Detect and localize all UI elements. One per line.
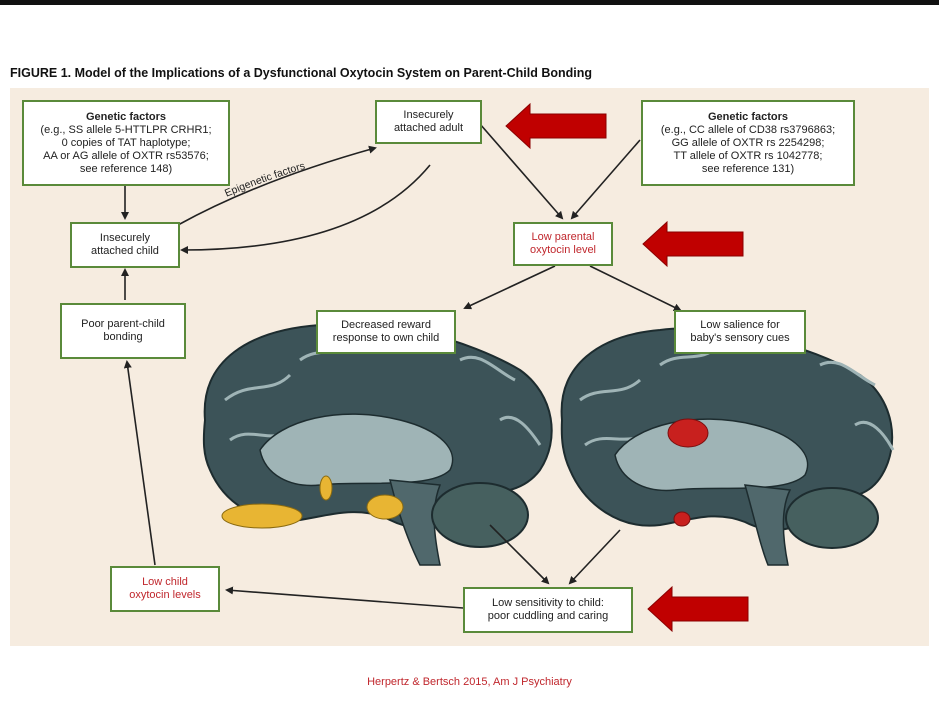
region-ventral-striatum-yellow bbox=[319, 475, 333, 501]
insecure-child-line: attached child bbox=[91, 245, 159, 257]
epigenetic-label: Epigenetic factors bbox=[223, 160, 306, 200]
right-brain-brainstem bbox=[743, 484, 792, 566]
low-sensitivity-line: poor cuddling and caring bbox=[487, 610, 609, 622]
callout-arrow-parental-oxytocin bbox=[642, 220, 744, 268]
connectors bbox=[121, 123, 682, 609]
region-orbitofrontal-yellow bbox=[221, 503, 303, 529]
edge-child-to-adult-epigenetic bbox=[177, 145, 377, 226]
decreased-reward-line: Decreased reward bbox=[341, 319, 431, 331]
insecure-child-line: Insecurely bbox=[99, 232, 151, 244]
region-amygdala-yellow bbox=[366, 494, 404, 520]
left-brain-illustration bbox=[202, 321, 553, 566]
node-low-salience: Low salience for baby's sensory cues bbox=[674, 310, 806, 354]
callout-arrows bbox=[505, 102, 749, 633]
edge-right-brain-to-sensitivity bbox=[568, 529, 621, 585]
node-low-parental-oxytocin: Low parental oxytocin level bbox=[513, 222, 613, 266]
decreased-reward-line: response to own child bbox=[332, 332, 440, 344]
node-poor-parent-child-bonding: Poor parent-child bonding bbox=[60, 303, 186, 359]
edge-parental-oxytocin-to-salience bbox=[589, 265, 682, 311]
citation: Herpertz & Bertsch 2015, Am J Psychiatry bbox=[367, 676, 572, 688]
edge-adult-to-child bbox=[180, 164, 431, 254]
node-insecurely-attached-child: Insecurely attached child bbox=[70, 222, 180, 268]
genetic-right-line: see reference 131) bbox=[701, 162, 795, 175]
edge-adult-to-parental-oxytocin bbox=[479, 123, 564, 220]
poor-bonding-line: Poor parent-child bbox=[81, 318, 165, 330]
genetic-right-line: (e.g., CC allele of CD38 rs3796863; bbox=[660, 123, 836, 136]
edge-sensitivity-to-child-oxytocin bbox=[225, 586, 464, 609]
genetic-left-line: 0 copies of TAT haplotype; bbox=[61, 136, 191, 149]
insecure-adult-line: Insecurely bbox=[403, 109, 454, 121]
genetic-right-line: GG allele of OXTR rs 2254298; bbox=[671, 136, 825, 149]
genetic-right-line: TT allele of OXTR rs 1042778; bbox=[673, 149, 823, 162]
region-amygdala-red bbox=[673, 511, 691, 527]
edge-left-brain-to-sensitivity bbox=[489, 524, 550, 585]
low-child-oxytocin-line: Low child bbox=[142, 576, 188, 588]
genetic-left-heading: Genetic factors bbox=[85, 110, 167, 123]
right-brain-cerebellum bbox=[785, 487, 879, 549]
right-brain-illustration bbox=[560, 327, 895, 566]
genetic-left-line: AA or AG allele of OXTR rs53576; bbox=[43, 149, 209, 162]
node-genetic-factors-left: Genetic factors (e.g., SS allele 5-HTTLP… bbox=[22, 100, 230, 186]
edge-child-oxytocin-to-bonding bbox=[123, 360, 156, 566]
callout-arrow-sensitivity bbox=[647, 585, 749, 633]
insecure-adult-line: attached adult bbox=[393, 122, 464, 134]
low-parental-oxytocin-line: Low parental bbox=[531, 231, 595, 243]
node-low-sensitivity: Low sensitivity to child: poor cuddling … bbox=[463, 587, 633, 633]
top-rule bbox=[0, 0, 939, 5]
callout-arrow-adult bbox=[505, 102, 607, 150]
region-insula-red bbox=[667, 418, 709, 448]
low-salience-line: baby's sensory cues bbox=[690, 332, 790, 344]
node-decreased-reward: Decreased reward response to own child bbox=[316, 310, 456, 354]
genetic-left-line: see reference 148) bbox=[79, 162, 173, 175]
poor-bonding-line: bonding bbox=[103, 331, 143, 343]
edge-parental-oxytocin-to-reward bbox=[463, 265, 556, 310]
low-child-oxytocin-line: oxytocin levels bbox=[129, 589, 201, 601]
left-brain-cerebellum bbox=[431, 482, 529, 548]
node-low-child-oxytocin: Low child oxytocin levels bbox=[110, 566, 220, 612]
low-sensitivity-line: Low sensitivity to child: bbox=[492, 597, 604, 609]
node-genetic-factors-right: Genetic factors (e.g., CC allele of CD38… bbox=[641, 100, 855, 186]
low-salience-line: Low salience for bbox=[700, 319, 780, 331]
low-parental-oxytocin-line: oxytocin level bbox=[529, 244, 597, 256]
edge-genetic-right-to-parental-oxytocin bbox=[570, 139, 641, 220]
node-insecurely-attached-adult: Insecurely attached adult bbox=[375, 100, 482, 144]
figure-title: FIGURE 1. Model of the Implications of a… bbox=[10, 66, 592, 80]
genetic-right-heading: Genetic factors bbox=[707, 110, 789, 123]
left-brain-medial bbox=[259, 413, 454, 487]
genetic-left-line: (e.g., SS allele 5-HTTLPR CRHR1; bbox=[40, 123, 212, 136]
